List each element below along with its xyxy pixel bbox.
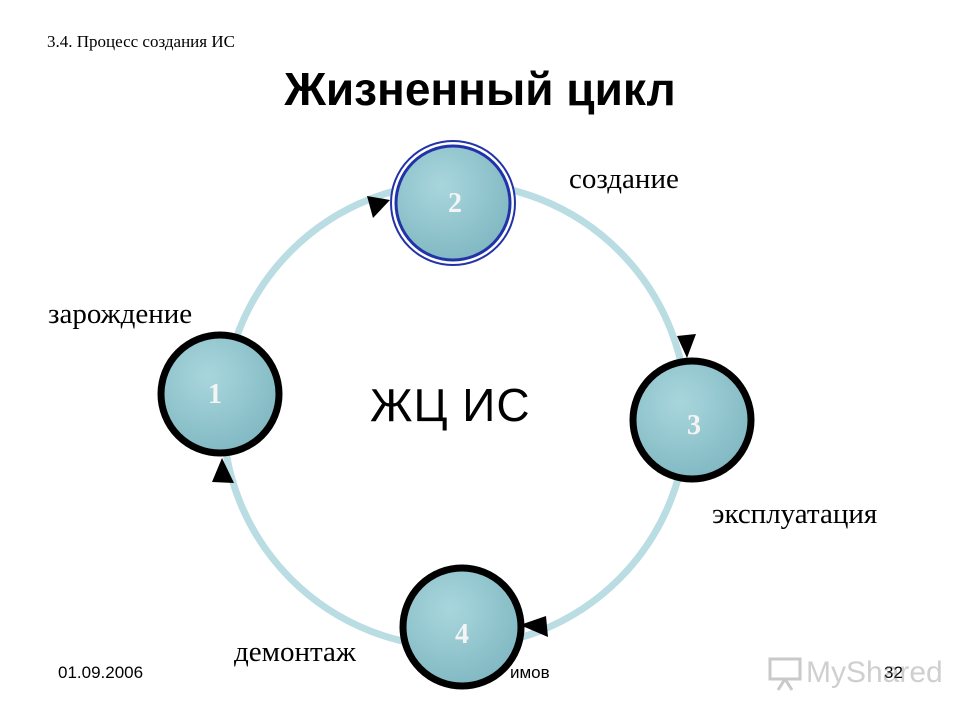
stage-node-2: 2 xyxy=(390,140,516,266)
stage-node-3: 3 xyxy=(629,357,755,483)
presentation-board-icon xyxy=(768,657,802,691)
section-heading: 3.4. Процесс создания ИС xyxy=(47,32,235,51)
footer-author: имов xyxy=(510,663,550,682)
stage-label-4: демонтаж xyxy=(234,636,356,668)
arrow-to-4-icon xyxy=(520,616,548,637)
stage-node-1: 1 xyxy=(157,331,283,457)
arrow-to-3-icon xyxy=(677,334,696,358)
stage-label-3: эксплуатация xyxy=(712,498,878,530)
stage-number-4: 4 xyxy=(455,619,469,650)
footer-page-number: 32 xyxy=(884,663,903,682)
center-label: ЖЦ ИС xyxy=(370,379,531,431)
page-title: Жизненный цикл xyxy=(284,63,676,115)
watermark-text: MyShared xyxy=(806,656,943,689)
arrow-to-2-icon xyxy=(367,196,390,218)
watermark: MyShared xyxy=(768,654,943,694)
stage-number-3: 3 xyxy=(687,410,701,441)
footer-date: 01.09.2006 xyxy=(58,663,144,682)
stage-number-1: 1 xyxy=(208,379,222,410)
stage-node-4: 4 xyxy=(399,564,525,690)
stage-label-1: зарождение xyxy=(48,298,193,330)
stage-label-2: создание xyxy=(569,163,679,195)
stage-number-2: 2 xyxy=(448,188,462,219)
arrow-to-1-icon xyxy=(212,458,234,483)
